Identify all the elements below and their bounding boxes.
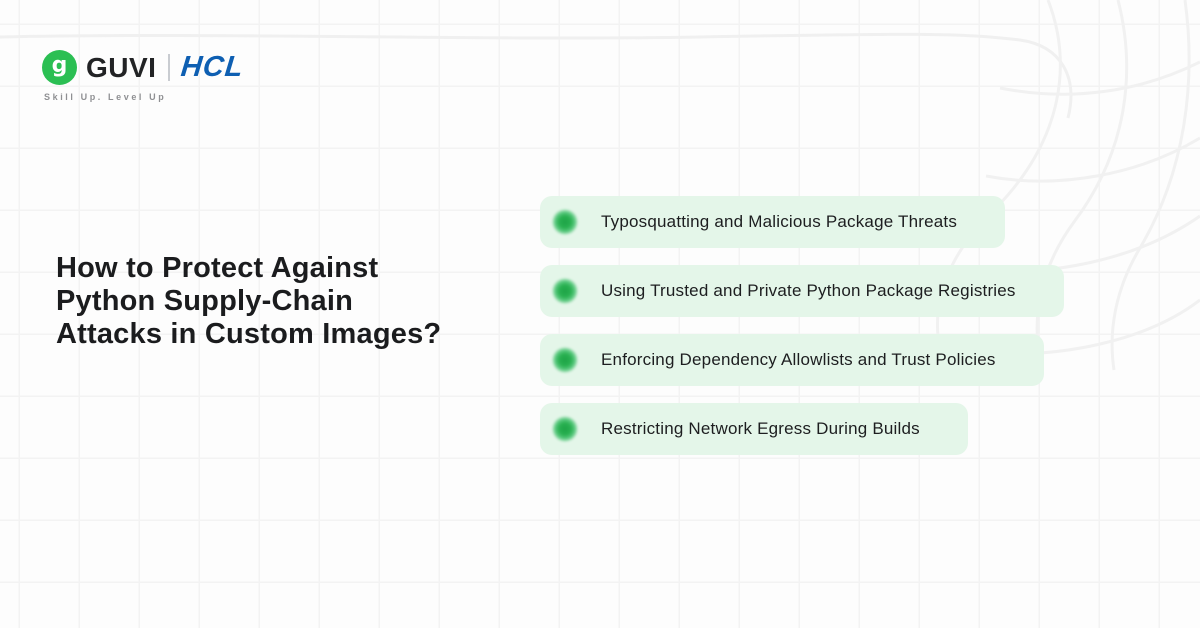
- page-title: How to Protect Against Python Supply-Cha…: [56, 252, 496, 351]
- topic-list: Typosquatting and Malicious Package Thre…: [540, 196, 1064, 455]
- logo-divider: [168, 54, 171, 81]
- guvi-logo-icon: g: [42, 50, 77, 85]
- hcl-wordmark: HCL: [179, 51, 246, 83]
- guvi-wordmark: GUVI: [86, 51, 157, 83]
- guvi-g-glyph: g: [51, 52, 68, 78]
- list-item-label: Typosquatting and Malicious Package Thre…: [601, 212, 958, 231]
- title-line-1: How to Protect Against: [56, 252, 379, 284]
- list-item: Restricting Network Egress During Builds: [540, 403, 968, 455]
- brand-logo-block: g GUVI HCL Skill Up. Level Up: [42, 50, 246, 102]
- brand-tagline: Skill Up. Level Up: [44, 92, 167, 102]
- bullet-dot-icon: [552, 209, 578, 235]
- bullet-dot-icon: [552, 416, 578, 442]
- list-item-label: Enforcing Dependency Allowlists and Trus…: [601, 350, 996, 369]
- title-line-2: Python Supply-Chain: [56, 285, 354, 317]
- list-item-label: Using Trusted and Private Python Package…: [601, 281, 1016, 300]
- bullet-dot-icon: [552, 347, 578, 373]
- list-item: Typosquatting and Malicious Package Thre…: [540, 196, 1006, 248]
- title-line-3: Attacks in Custom Images?: [56, 318, 442, 350]
- logo-row: g GUVI HCL: [42, 50, 246, 85]
- list-item: Using Trusted and Private Python Package…: [540, 265, 1064, 317]
- list-item-label: Restricting Network Egress During Builds: [601, 419, 920, 438]
- list-item: Enforcing Dependency Allowlists and Trus…: [540, 334, 1044, 386]
- bullet-dot-icon: [552, 278, 578, 304]
